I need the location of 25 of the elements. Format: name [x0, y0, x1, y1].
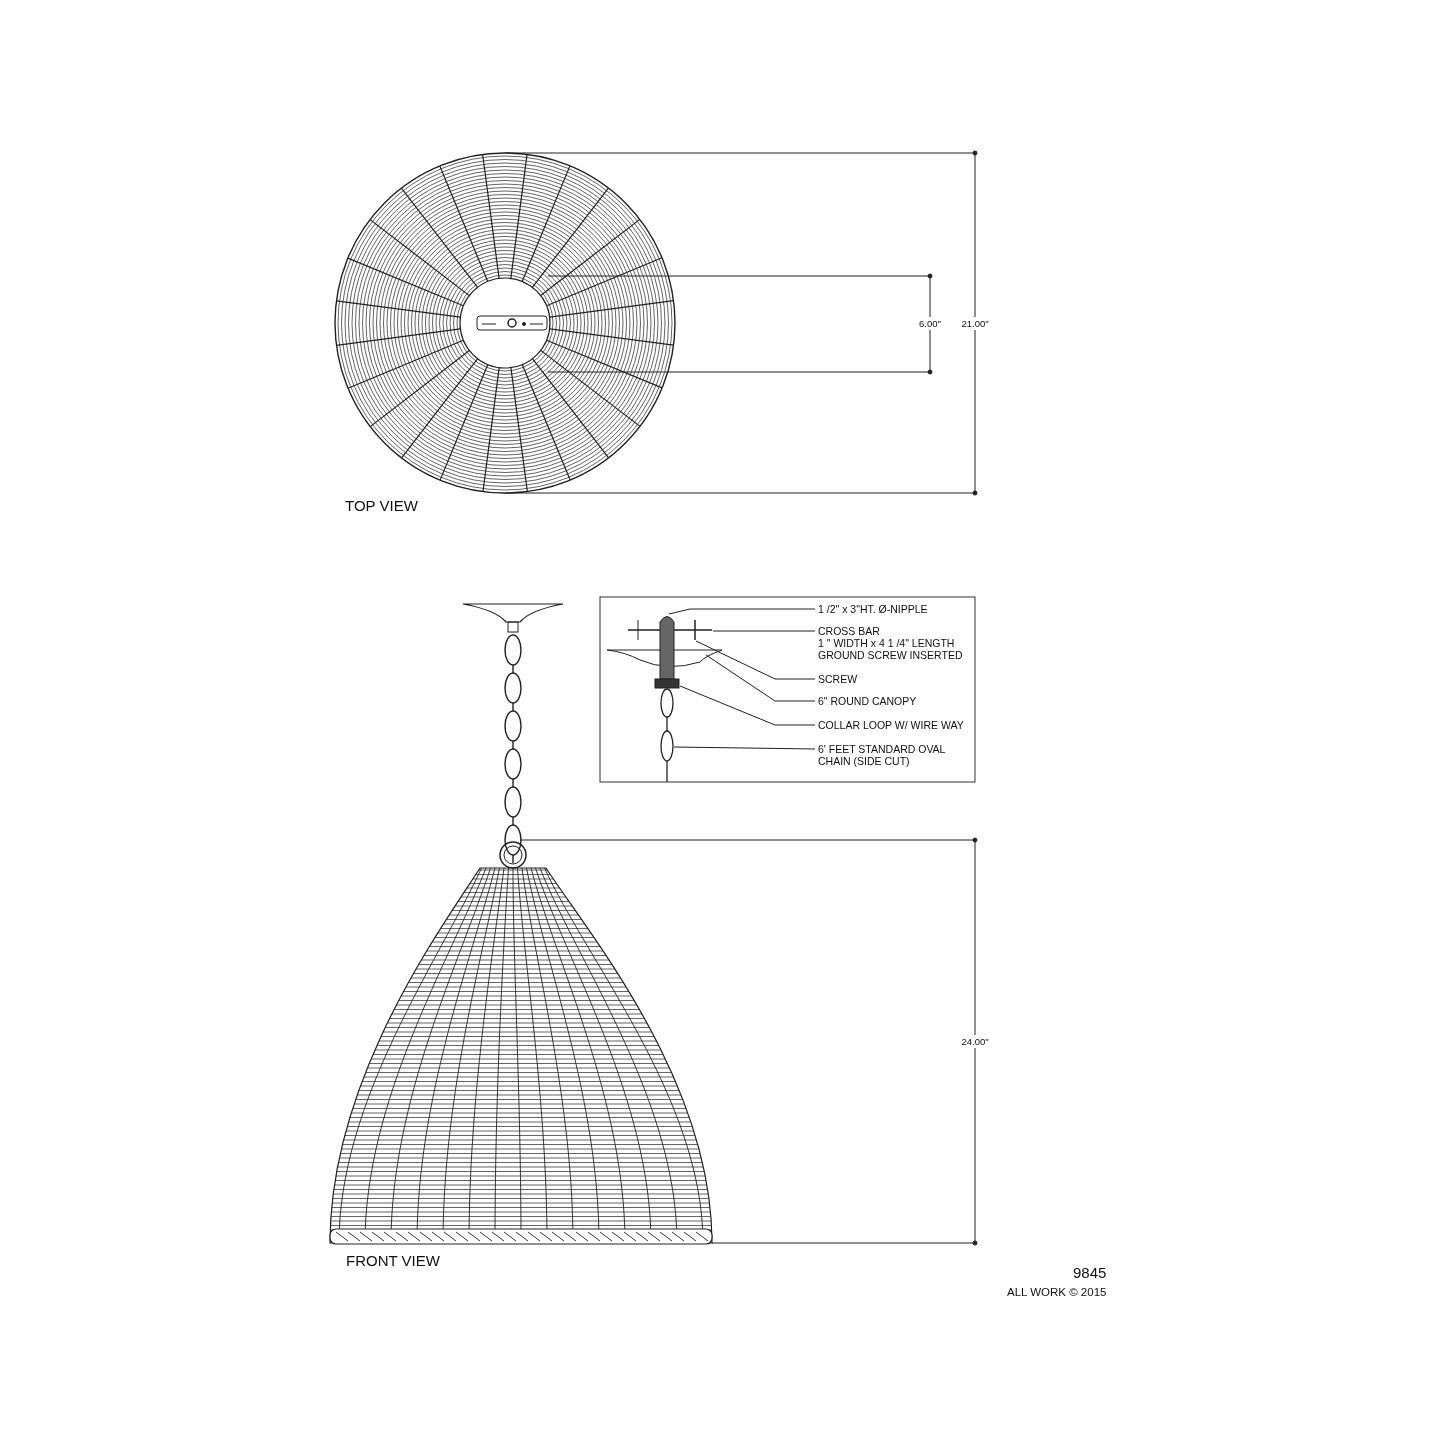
copyright-note: ALL WORK © 2015 — [1007, 1286, 1107, 1298]
threaded-nipple-drawing — [659, 616, 675, 680]
callout-text: 6" ROUND CANOPY — [818, 695, 918, 707]
view-label: TOP VIEW — [345, 497, 418, 514]
leader-line — [712, 630, 816, 632]
collar-loop-drawing — [654, 678, 680, 689]
dimension-label: 6.00" — [919, 316, 941, 330]
callout-text: 1 /2" x 3"HT. Ø-NIPPLE — [818, 603, 929, 615]
drawing-number: 9845 — [1073, 1264, 1107, 1281]
dimension-label: 21.00" — [961, 316, 989, 330]
view-label: FRONT VIEW — [346, 1252, 440, 1269]
leader-line — [695, 640, 816, 680]
chain-drawing — [660, 688, 674, 783]
leader-line — [679, 685, 816, 726]
leader-line — [668, 608, 816, 615]
leader-line — [705, 654, 816, 702]
callout-text: CROSS BAR — [818, 625, 881, 637]
cross-bar-drawing — [627, 619, 713, 641]
callout-text: COLLAR LOOP W/ WIRE WAY — [818, 719, 965, 731]
leader-line — [673, 746, 816, 750]
dimension-label: 24.00" — [961, 1034, 989, 1048]
callout-text: SCREW — [818, 673, 859, 685]
callout-text: 6' FEET STANDARD OVAL CHAIN (SIDE CUT) — [818, 743, 947, 767]
callout-text: 1 " WIDTH x 4 1 /4" LENGTH GROUND SCREW INSERTED — [818, 637, 964, 661]
canopy-drawing — [606, 649, 723, 667]
